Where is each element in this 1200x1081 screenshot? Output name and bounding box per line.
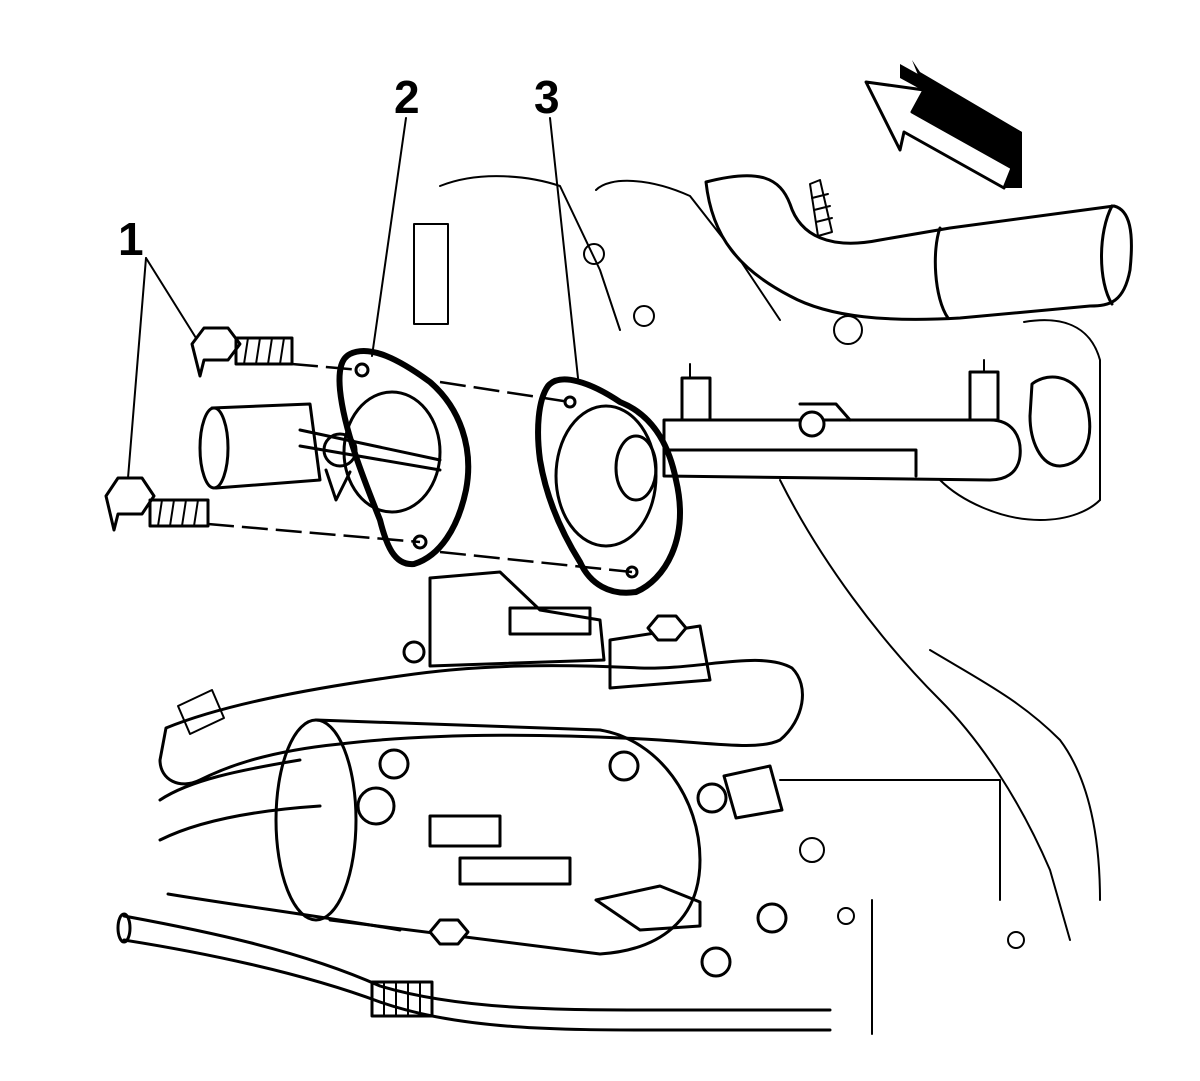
callout-3: 3 bbox=[534, 71, 560, 123]
engine-background bbox=[413, 175, 1101, 1035]
callout-2: 2 bbox=[394, 71, 420, 123]
bolt-lower bbox=[104, 476, 210, 532]
callout-1: 1 bbox=[118, 213, 144, 265]
support-bracket bbox=[662, 359, 1022, 482]
refrigerant-lines bbox=[116, 892, 832, 1032]
bolt-upper bbox=[190, 326, 294, 378]
bolts bbox=[104, 326, 294, 532]
upper-coolant-hose bbox=[704, 174, 1133, 321]
lower-coolant-hose bbox=[158, 658, 804, 842]
thermostat-housing bbox=[198, 347, 472, 568]
alignment-lines bbox=[207, 362, 633, 574]
gasket bbox=[535, 376, 683, 596]
direction-arrow-icon bbox=[864, 60, 1022, 190]
leader-lines bbox=[127, 117, 579, 479]
ac-compressor bbox=[274, 718, 788, 978]
sensor-connector-block bbox=[402, 570, 712, 690]
